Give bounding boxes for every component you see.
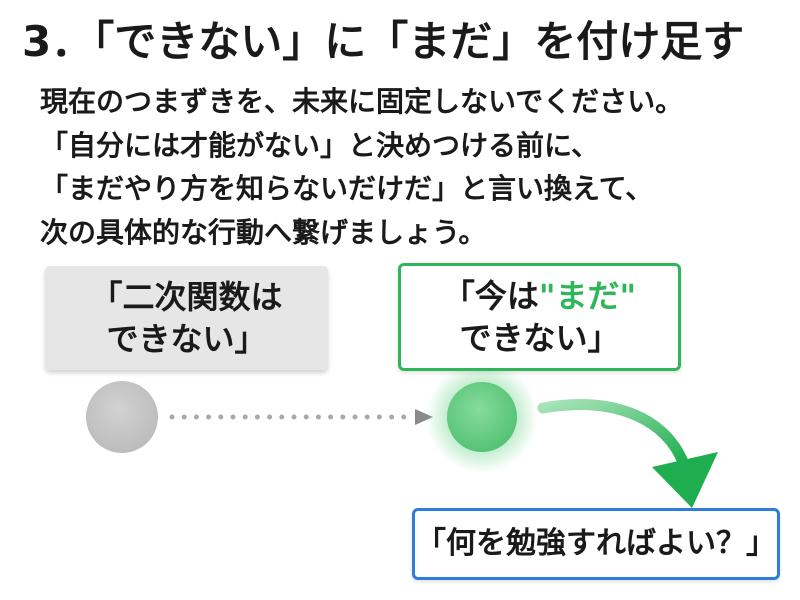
before-node — [86, 381, 158, 453]
before-statement-line-1: 「二次関数は — [90, 278, 283, 316]
mada-highlight: "まだ" — [538, 277, 637, 315]
body-text: 現在のつまずきを、未来に固定しないでください。 「自分には才能がない」と決めつけ… — [40, 80, 780, 254]
next-action-box: 「何を勉強すればよい？」 — [412, 508, 780, 580]
before-statement-line-2: できない」 — [106, 320, 267, 358]
before-statement-box: 「二次関数は できない」 — [45, 266, 328, 370]
body-line-1: 現在のつまずきを、未来に固定しないでください。 — [40, 85, 684, 118]
current-node — [447, 382, 517, 452]
after-statement-line-2: できない」 — [459, 319, 620, 357]
body-line-3: 「まだやり方を知らないだけだ」と言い換えて、 — [40, 172, 654, 205]
after-statement-box: 「今は"まだ" できない」 — [398, 263, 681, 371]
connector-arrowhead — [415, 409, 433, 425]
curved-arrowhead — [652, 452, 718, 508]
body-line-4: 次の具体的な行動へ繋げましょう。 — [40, 215, 487, 249]
after-statement-prefix: 「今は — [442, 277, 539, 315]
after-statement-line-1: 「今は"まだ" — [443, 275, 636, 317]
slide-title: 3．「できない」に「まだ」を付け足す — [22, 17, 745, 66]
next-action-text: 「何を勉強すればよい？」 — [416, 526, 776, 561]
curved-arrow — [537, 399, 689, 468]
body-line-2: 「自分には才能がない」と決めつける前に、 — [40, 128, 600, 162]
